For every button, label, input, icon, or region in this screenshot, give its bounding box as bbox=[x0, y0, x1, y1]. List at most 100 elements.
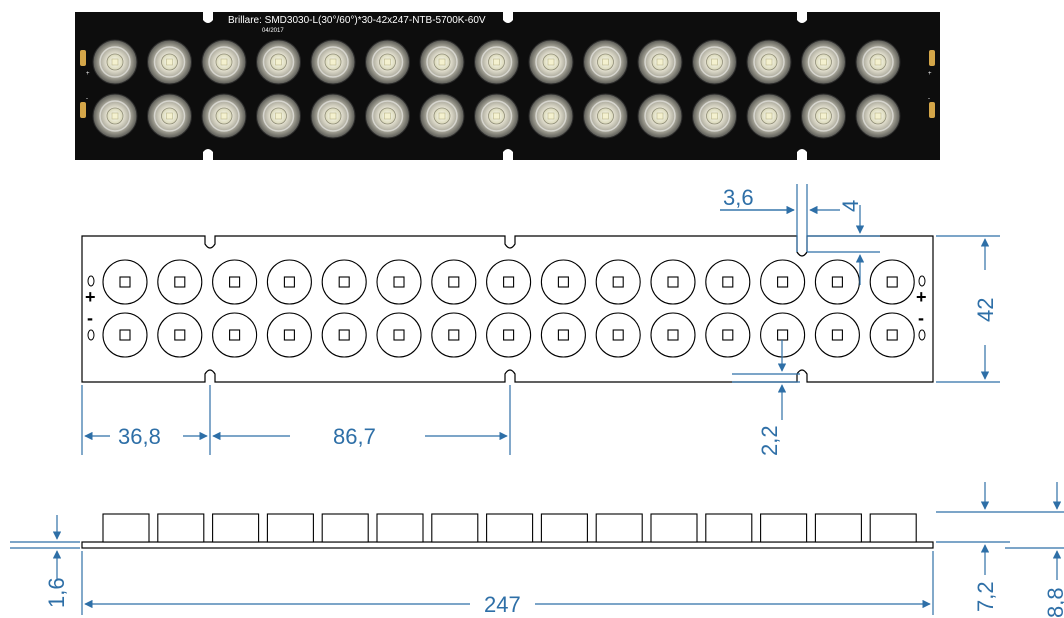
top-view-led bbox=[157, 312, 203, 358]
photo-led bbox=[855, 39, 901, 85]
mount-hole bbox=[87, 275, 95, 287]
side-lens bbox=[376, 513, 424, 543]
side-lens bbox=[431, 513, 479, 543]
side-lens bbox=[266, 513, 314, 543]
photo-led bbox=[310, 39, 356, 85]
side-lens bbox=[705, 513, 753, 543]
photo-led bbox=[256, 93, 301, 139]
top-view-led bbox=[705, 312, 751, 358]
photo-led bbox=[365, 93, 410, 139]
photo-led bbox=[528, 39, 574, 85]
side-lens bbox=[595, 513, 643, 543]
top-view-led bbox=[760, 312, 806, 358]
photo-led bbox=[201, 39, 247, 85]
photo-led bbox=[365, 39, 410, 85]
photo-led-array bbox=[92, 39, 901, 139]
side-lens bbox=[486, 513, 534, 543]
top-view-led bbox=[321, 259, 367, 305]
photo-led bbox=[583, 93, 628, 139]
photo-led bbox=[637, 39, 683, 85]
mount-hole bbox=[918, 329, 926, 341]
pad-plus-right: + bbox=[928, 71, 932, 77]
dim-bottom-notch: 2,2 bbox=[757, 425, 782, 456]
photo-led bbox=[855, 93, 901, 139]
dim-height: 42 bbox=[973, 298, 998, 322]
dim-notch-width: 3,6 bbox=[723, 185, 754, 210]
minus-symbol-left: - bbox=[87, 308, 93, 328]
top-view-led bbox=[486, 312, 532, 358]
side-lens-row bbox=[102, 513, 917, 543]
side-view-dimensions bbox=[10, 482, 1064, 615]
photo-led bbox=[201, 93, 247, 139]
side-pcb bbox=[81, 541, 934, 549]
top-view-led bbox=[869, 312, 915, 358]
side-view bbox=[81, 513, 934, 549]
dim-notch-depth: 4 bbox=[838, 200, 863, 212]
gold-pad bbox=[929, 50, 935, 66]
top-view-led bbox=[486, 259, 532, 305]
photo-led bbox=[746, 93, 792, 139]
side-lens bbox=[540, 513, 588, 543]
top-view-dimensions bbox=[81, 184, 1000, 455]
gold-pad bbox=[929, 102, 935, 118]
side-lens bbox=[760, 513, 808, 543]
top-view-led bbox=[540, 312, 586, 358]
photo-led bbox=[147, 39, 192, 85]
mount-hole bbox=[87, 329, 95, 341]
top-view-led bbox=[321, 312, 367, 358]
top-view-led bbox=[102, 312, 148, 358]
top-view-led bbox=[650, 259, 696, 305]
top-view-led bbox=[157, 259, 203, 305]
pad-minus-left: - bbox=[86, 96, 88, 102]
photo-led bbox=[692, 93, 737, 139]
pad-minus-right: - bbox=[928, 96, 930, 102]
top-view-led bbox=[705, 259, 751, 305]
pad-plus-left: + bbox=[86, 71, 90, 77]
dim-total-height: 8,8 bbox=[1043, 587, 1064, 618]
top-view-led bbox=[266, 259, 312, 305]
photo-led bbox=[474, 39, 519, 85]
plus-symbol-left: + bbox=[85, 287, 96, 307]
photo-led bbox=[583, 39, 628, 85]
dim-lens-height: 7,2 bbox=[973, 581, 998, 612]
pcb-date: 04/2017 bbox=[262, 28, 284, 34]
side-lens bbox=[157, 513, 205, 543]
photo-led bbox=[92, 39, 138, 85]
top-view-led bbox=[431, 312, 477, 358]
top-view-led bbox=[650, 312, 696, 358]
top-view-led bbox=[540, 259, 586, 305]
top-view-led bbox=[431, 259, 477, 305]
top-view-led bbox=[760, 259, 806, 305]
top-view: + - + - bbox=[81, 235, 934, 383]
photo-led bbox=[92, 93, 138, 139]
side-lens bbox=[321, 513, 369, 543]
top-view-led bbox=[212, 259, 258, 305]
top-view-led bbox=[376, 259, 422, 305]
side-lens bbox=[869, 513, 917, 543]
photo-led bbox=[474, 93, 519, 139]
top-view-led bbox=[869, 259, 915, 305]
top-view-led bbox=[814, 259, 860, 305]
photo-led bbox=[419, 39, 465, 85]
side-lens bbox=[212, 513, 260, 543]
photo-led bbox=[637, 93, 683, 139]
photo-led bbox=[801, 93, 846, 139]
side-lens bbox=[650, 513, 698, 543]
dim-notch-spacing: 86,7 bbox=[333, 424, 376, 449]
top-view-led-array bbox=[102, 259, 915, 358]
top-view-led bbox=[266, 312, 312, 358]
top-view-led bbox=[102, 259, 148, 305]
photo-led bbox=[419, 93, 465, 139]
photo-led bbox=[147, 93, 192, 139]
top-view-led bbox=[595, 312, 641, 358]
photo-led bbox=[801, 39, 846, 85]
pcb-label: Brillare: SMD3030-L(30°/60°)*30-42x247-N… bbox=[228, 15, 486, 26]
pcb-board bbox=[75, 12, 940, 160]
photo-led bbox=[256, 39, 301, 85]
pcb-photo: Brillare: SMD3030-L(30°/60°)*30-42x247-N… bbox=[75, 12, 940, 160]
top-view-led bbox=[814, 312, 860, 358]
dim-first-notch: 36,8 bbox=[118, 424, 161, 449]
photo-led bbox=[310, 93, 356, 139]
side-lens bbox=[814, 513, 862, 543]
